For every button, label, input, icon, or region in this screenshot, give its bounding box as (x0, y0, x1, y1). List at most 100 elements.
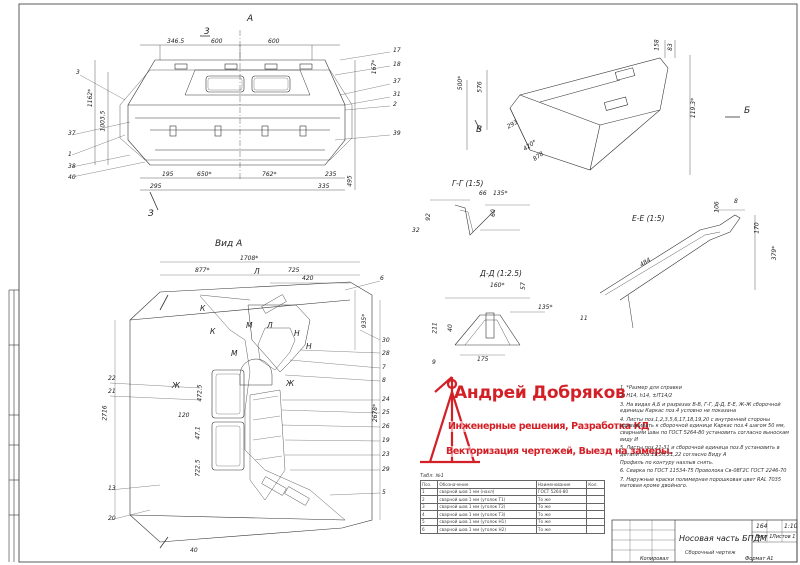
dim-label: 1003.5 (99, 110, 107, 132)
dim-label: 877* (195, 267, 210, 274)
leader-label: 29 (382, 466, 390, 473)
cut-label: М (246, 321, 253, 330)
dim-label: 1162* (87, 88, 95, 108)
table-cell: 4 (419, 510, 439, 519)
dim-label: 170 (753, 222, 761, 234)
dim-label: 725 (288, 267, 300, 274)
cut-label: Н (306, 342, 312, 351)
leader-label: 23 (382, 451, 390, 458)
leader-label: 18 (393, 61, 401, 68)
dim-label: 235 (325, 171, 337, 178)
leader-label: 13 (108, 485, 116, 492)
section-3-bottom-label: З (148, 209, 154, 219)
table-row: 3 сварной шов 1 мм (уголок Т2) То же (419, 502, 605, 511)
dim-label: 158 (653, 39, 661, 51)
table-row: 1 сварной шов 1 мм (нахл) ГОСТ 5264-80 (419, 487, 605, 496)
section-3-top-label: 3 (204, 27, 210, 37)
table-cell: 5 (419, 517, 439, 526)
note-item: 4. Листы поз.1,2,3,5,6,17,18,19,20 с вну… (620, 416, 789, 443)
note-item: 7. Наружные краски полимерная порошковая… (620, 476, 782, 490)
watermark-name: Андрей Добряков (454, 383, 626, 403)
table-cell: 6 (419, 525, 439, 534)
table-cell (586, 502, 605, 511)
section-dd-view (445, 297, 545, 356)
dim-label: 722.5 (194, 459, 202, 477)
dim-label: 83 (666, 43, 674, 51)
leader-label: 25 (382, 409, 390, 416)
leader-label: 20 (108, 515, 116, 522)
table-row: 2 сварной шов 1 мм (уголок Т1) То же (419, 495, 605, 504)
dim-label: 195 (162, 171, 174, 178)
leader-label: 24 (382, 396, 390, 403)
dim-label: 762* (262, 171, 277, 178)
table-cell: сварной шов 1 мм (нахл) (437, 487, 537, 496)
note-item: 3. На видах А,Б и разрезах В-В, Г-Г, Д-Д… (620, 401, 781, 415)
leader-label: 37 (393, 78, 401, 85)
leader-label: 8 (382, 377, 386, 384)
plan-view (109, 261, 381, 549)
side-view (466, 40, 740, 175)
table-cell: сварной шов 1 мм (уголок Т2) (437, 502, 537, 511)
dim-label: 472.5 (196, 384, 204, 402)
cut-label: Л (267, 321, 273, 330)
leader-label: 38 (68, 163, 76, 170)
leader-label: 2 (393, 101, 397, 108)
dim-label: 60 (489, 209, 497, 217)
dim-label: 92 (424, 213, 432, 221)
note-item: 6. Сварка по ГОСТ 11534-75 Проволока Св-… (620, 468, 787, 475)
leader-label: 17 (393, 47, 401, 54)
section-v-label: В (476, 125, 483, 135)
table-row: 5 сварной шов 1 мм (уголок Н1) То же (419, 517, 605, 526)
table-header-row: Поз. Обозначение Наименование Кол. (419, 480, 605, 489)
note-item: 2. Н14, h14, ±IT14/2 (620, 393, 673, 400)
copied-label: Копировал (640, 556, 669, 562)
leader-label: 22 (108, 375, 116, 382)
title-block (611, 519, 798, 563)
table-cell: 1 (419, 487, 439, 496)
section-a-label: А (247, 14, 254, 24)
leader-label: 40 (68, 174, 76, 181)
drawing-title: Носовая часть БПДМ (679, 534, 767, 543)
leader-label: 28 (382, 350, 390, 357)
note-item: 1. *Размер для справки (620, 385, 682, 391)
table-header-cell: Кол. (586, 480, 605, 489)
scale-value: 1:10 (784, 523, 798, 530)
dim-label: 8 (734, 198, 738, 205)
table-cell (586, 495, 605, 504)
cut-label: Ж (172, 381, 181, 390)
section-gg-title: Г-Г (1:5) (452, 179, 484, 188)
table-header-cell: Обозначение (437, 480, 537, 489)
dim-label: 32 (412, 227, 420, 234)
leader-label: 6 (380, 275, 384, 282)
cut-label: Н (294, 329, 300, 338)
front-view (71, 30, 391, 211)
cut-label: К (200, 304, 206, 313)
dim-label: 120 (178, 412, 190, 419)
section-ee-view (599, 209, 756, 329)
dim-label: 40 (190, 547, 198, 554)
dim-label: 119.3* (690, 97, 698, 119)
dim-label: 600 (211, 38, 223, 45)
dim-label: 2716 (101, 405, 109, 421)
leader-label: 11 (580, 315, 588, 322)
cut-label: Л (254, 267, 260, 276)
table-cell: сварной шов 1 мм (уголок Н2) (437, 525, 537, 534)
dim-label: 135* (538, 304, 553, 311)
dim-label: 66 (479, 190, 487, 197)
table-cell: 2 (419, 495, 439, 504)
watermark-line-2: Векторизация чертежей, Выезд на замеры. (446, 446, 673, 457)
sheet-number: Лист 1 (755, 534, 773, 540)
table-cell: сварной шов 1 мм (уголок Т3) (437, 510, 537, 519)
note-item: 5. Листы поз.21-31 и сборочной единица п… (620, 445, 780, 458)
table-cell: 3 (419, 502, 439, 511)
watermark-line-1: Инженерные решения, Разработка КД (448, 421, 650, 432)
leader-label: 30 (382, 337, 390, 344)
dim-label: 40 (446, 324, 454, 332)
dim-label: 47.1 (194, 426, 202, 440)
dim-label: 576 (476, 81, 484, 93)
leader-label: 21 (108, 388, 116, 395)
section-ee-title: Е-Е (1:5) (632, 214, 665, 223)
cut-label: М (231, 349, 238, 358)
